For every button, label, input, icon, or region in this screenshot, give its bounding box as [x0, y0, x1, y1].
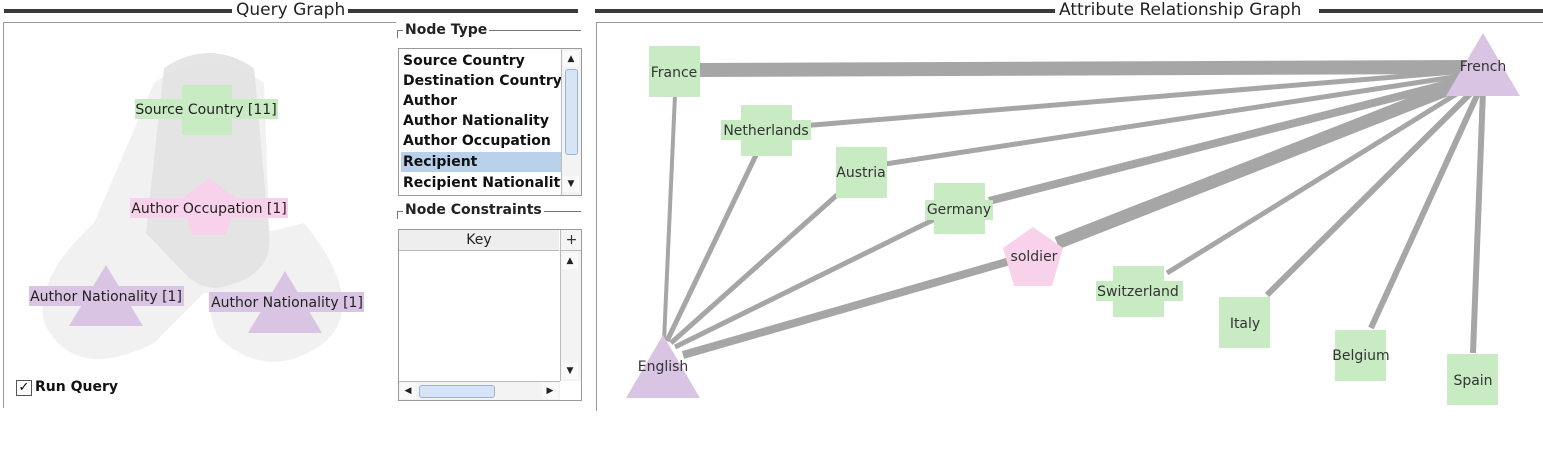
right-arrow-icon[interactable]: ▶ — [542, 383, 558, 399]
attr-graph-title-bar: Attribute Relationship Graph — [595, 0, 1543, 22]
french-node[interactable] — [1446, 33, 1520, 96]
query-graph-svg: Source Country [11] Author Occupation [1… — [29, 53, 364, 362]
query-graph-title: Query Graph — [236, 0, 346, 20]
run-query-label: Run Query — [35, 379, 118, 395]
node-type-item-source-country[interactable]: Source Country — [403, 53, 525, 69]
node-type-item-recipient[interactable]: Recipient — [401, 152, 561, 172]
constraints-hscroll-thumb[interactable] — [419, 385, 495, 398]
italy-node[interactable] — [1219, 297, 1270, 348]
up-arrow-icon[interactable]: ▲ — [563, 51, 579, 67]
edge-austria-french — [858, 72, 1468, 171]
node-type-list[interactable]: Source Country Destination Country Autho… — [398, 48, 582, 196]
france-label: France — [651, 65, 698, 81]
netherlands-label-bg — [721, 120, 811, 140]
edge-spain-french — [1470, 90, 1486, 354]
up-arrow-icon[interactable]: ▲ — [562, 253, 578, 269]
germany-label: Germany — [927, 202, 991, 218]
edge-netherlands-english — [664, 151, 760, 343]
node-type-scroll-thumb[interactable] — [565, 69, 578, 155]
node-type-item-recipient-nationality[interactable]: Recipient Nationality — [403, 175, 570, 191]
node-constraints-left-edge — [397, 211, 398, 219]
title-rule-right — [348, 9, 578, 13]
node-constraints-fieldset: Node Constraints — [397, 202, 583, 222]
edge-switzerland-french — [1165, 82, 1473, 276]
edge-italy-french — [1264, 86, 1478, 298]
germany-label-bg — [925, 200, 993, 220]
english-label: English — [638, 359, 689, 375]
run-query-checkbox[interactable]: ✓ — [16, 380, 32, 396]
node-type-item-author[interactable]: Author — [403, 93, 457, 109]
source-country-label-bg — [135, 99, 278, 119]
spain-label: Spain — [1453, 373, 1492, 389]
spain-node[interactable] — [1447, 354, 1498, 405]
title-rule-left — [4, 9, 232, 13]
soldier-label: soldier — [1011, 249, 1058, 265]
austria-node[interactable] — [836, 147, 887, 198]
netherlands-label: Netherlands — [723, 123, 808, 139]
edge-france-french — [698, 60, 1468, 77]
node-type-item-author-occupation[interactable]: Author Occupation — [403, 133, 551, 149]
author-nationality-label-bg-2 — [209, 292, 364, 312]
author-nationality-label-1: Author Nationality [1] — [30, 289, 182, 305]
austria-label: Austria — [836, 165, 885, 181]
author-occupation-label-bg — [130, 198, 288, 218]
attr-graph-svg: France Netherlands Austria Germany Switz… — [626, 33, 1520, 405]
node-type-fieldset: Node Type — [397, 22, 583, 198]
belgium-label: Belgium — [1332, 348, 1389, 364]
edge-austria-english — [669, 193, 839, 345]
node-type-item-author-nationality[interactable]: Author Nationality — [403, 113, 549, 129]
switzerland-label: Switzerland — [1097, 284, 1179, 300]
query-graph-title-bar: Query Graph — [0, 0, 585, 22]
switzerland-label-bg — [1096, 281, 1183, 301]
edge-group — [662, 60, 1486, 359]
edge-germany-english — [673, 216, 937, 350]
attr-graph-canvas[interactable]: France Netherlands Austria Germany Switz… — [596, 22, 1543, 411]
edge-france-english — [662, 94, 677, 342]
down-arrow-icon[interactable]: ▼ — [563, 176, 579, 192]
soldier-node[interactable] — [1003, 227, 1063, 286]
query-graph-canvas[interactable]: Source Country [11] Author Occupation [1… — [3, 22, 396, 408]
english-node[interactable] — [626, 335, 700, 398]
attr-title-rule-left — [595, 9, 1055, 13]
belgium-node[interactable] — [1335, 330, 1386, 381]
edge-germany-french — [988, 75, 1468, 205]
french-label: French — [1460, 59, 1507, 75]
author-nationality-label-bg-1 — [29, 286, 184, 306]
edge-netherlands-french — [788, 68, 1468, 130]
attr-title-rule-right — [1319, 9, 1543, 13]
down-arrow-icon[interactable]: ▼ — [562, 363, 578, 379]
node-constraints-table[interactable]: Key + ▲ ▼ ◀ ▶ — [398, 229, 582, 401]
constraints-vscrollbar[interactable] — [560, 251, 581, 381]
node-type-item-destination-country[interactable]: Destination Country — [403, 73, 562, 89]
edge-soldier-french — [1054, 74, 1472, 250]
add-constraint-button[interactable]: + — [560, 230, 581, 251]
source-country-label: Source Country [11] — [135, 102, 276, 118]
left-arrow-icon[interactable]: ◀ — [400, 383, 416, 399]
key-column-header[interactable]: Key — [399, 230, 559, 251]
author-nationality-label-2: Author Nationality [1] — [211, 295, 363, 311]
edge-soldier-english — [681, 255, 1019, 359]
node-constraints-title: Node Constraints — [403, 202, 544, 218]
attr-graph-title: Attribute Relationship Graph — [1059, 0, 1302, 20]
author-occupation-label: Author Occupation [1] — [131, 201, 286, 217]
italy-label: Italy — [1230, 316, 1260, 332]
france-node[interactable] — [649, 46, 700, 97]
edge-belgium-french — [1368, 89, 1482, 330]
node-type-fieldset-left-edge — [397, 30, 398, 38]
node-type-title: Node Type — [403, 22, 490, 38]
